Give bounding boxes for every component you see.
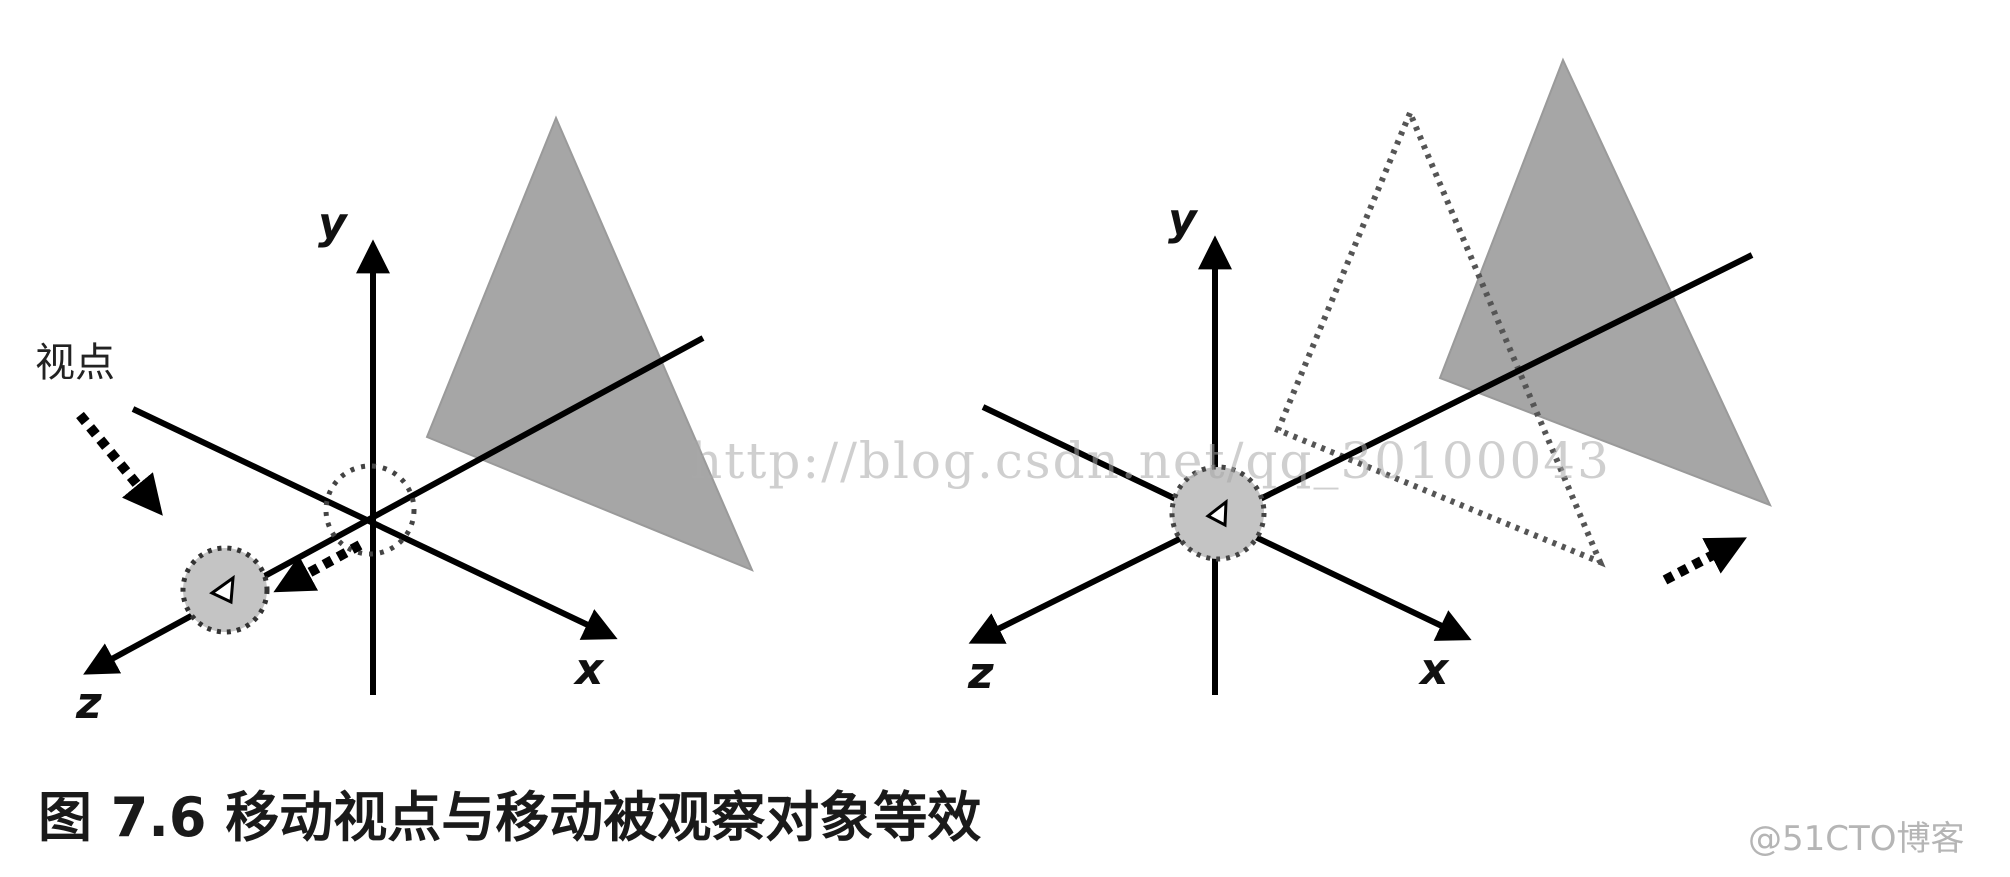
right-move-dotted-arrow bbox=[1662, 537, 1747, 585]
left-z-axis-label: z bbox=[75, 678, 102, 729]
left-origin-dotted-circle bbox=[323, 463, 417, 557]
right-y-axis-label: y bbox=[1168, 194, 1199, 245]
left-panel: y x z 视点 bbox=[35, 115, 754, 729]
right-x-axis-label: x bbox=[1418, 644, 1450, 695]
right-triangle-original-outline bbox=[1274, 105, 1606, 568]
right-eye-marker bbox=[1205, 498, 1228, 528]
left-move-dotted-arrow bbox=[273, 540, 363, 593]
left-x-axis-label: x bbox=[573, 644, 605, 695]
right-panel: y x z bbox=[967, 57, 1772, 699]
watermark-corner: @51CTO博客 bbox=[1748, 819, 1965, 859]
right-triangle-moved bbox=[1438, 57, 1772, 507]
left-eye-marker bbox=[209, 574, 235, 605]
watermark-url: http://blog.csdn.net/qq_30100043 bbox=[690, 432, 1611, 490]
right-z-axis bbox=[968, 252, 1754, 644]
left-viewpoint-dotted-arrow bbox=[76, 411, 163, 516]
left-y-axis-label: y bbox=[318, 198, 349, 249]
right-z-axis-label: z bbox=[967, 648, 994, 699]
viewpoint-label: 视点 bbox=[35, 340, 115, 386]
figure-caption: 图 7.6 移动视点与移动被观察对象等效 bbox=[38, 786, 981, 849]
left-triangle bbox=[425, 115, 754, 572]
left-x-axis bbox=[131, 406, 618, 640]
